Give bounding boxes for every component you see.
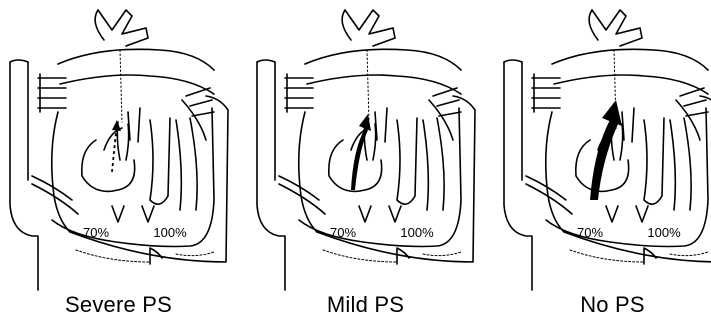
flow-arrow-dashed [112,120,121,172]
panel-title: Mild PS [247,292,484,318]
left-ventricle-percent: 70% [577,225,603,240]
right-ventricle-percent: 100% [153,225,187,240]
panel-title: Severe PS [0,292,237,318]
right-ventricle-percent: 100% [400,225,434,240]
flow-arrow-medium [351,114,371,190]
heart-panel-mild-ps: 70% 100% Mild PS [247,0,484,325]
left-ventricle-percent: 70% [83,225,109,240]
heart-panel-no-ps: 70% 100% No PS [494,0,711,325]
heart-diagram-mild-ps: 70% 100% [247,0,484,290]
flow-arrow-large [590,100,622,200]
heart-diagram-no-ps: 70% 100% [494,0,711,290]
panel-title: No PS [494,292,711,318]
left-ventricle-percent: 70% [330,225,356,240]
heart-panel-severe-ps: 70% 100% Severe PS [0,0,237,325]
right-ventricle-percent: 100% [647,225,681,240]
heart-diagram-severe-ps: 70% 100% [0,0,237,290]
